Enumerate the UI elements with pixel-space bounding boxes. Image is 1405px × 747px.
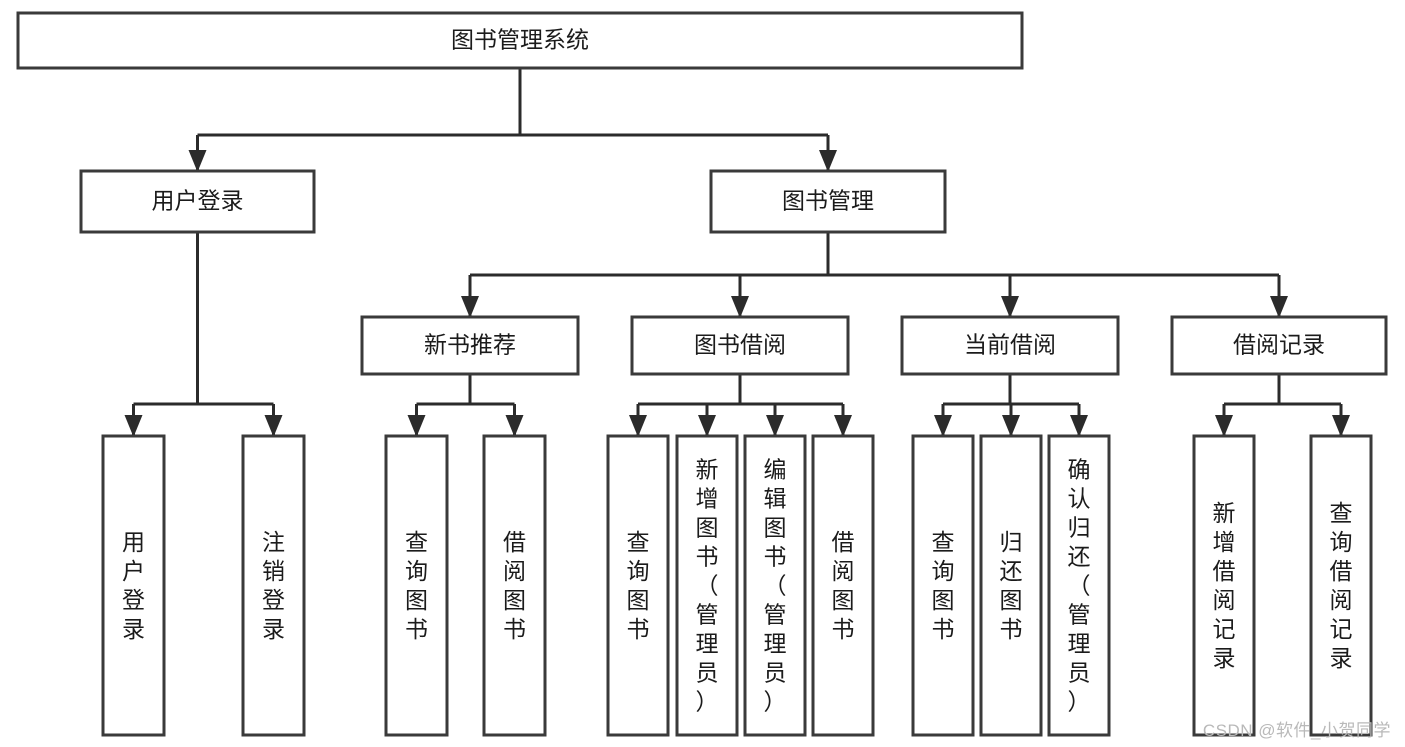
arrow-head-icon (834, 415, 852, 437)
node-user-login[interactable]: 用户登录 (79, 169, 316, 234)
arrow-head-icon (819, 150, 837, 172)
node-label: 图书管理系统 (451, 27, 589, 53)
node-leaf-query-book-borrow[interactable]: 查询图书 (606, 434, 670, 737)
node-label: 用户登录 (152, 188, 244, 214)
node-box[interactable] (1309, 434, 1373, 737)
node-label: 查询图书 (405, 529, 428, 642)
arrow-head-icon (731, 296, 749, 318)
node-current-borrow[interactable]: 当前借阅 (900, 315, 1120, 376)
node-box[interactable] (709, 169, 947, 234)
node-box[interactable] (384, 434, 449, 737)
node-label: 编辑图书（管理员） (764, 457, 787, 715)
node-leaf-query-book-current[interactable]: 查询图书 (911, 434, 975, 737)
node-leaf-query-record[interactable]: 查询借阅记录 (1309, 434, 1373, 737)
node-label: 新增图书（管理员） (696, 457, 719, 715)
node-label: 图书借阅 (694, 332, 786, 358)
node-label: 查询借阅记录 (1330, 500, 1353, 671)
node-box[interactable] (1047, 434, 1111, 737)
node-label: 借阅记录 (1233, 332, 1325, 358)
node-leaf-logout[interactable]: 注销登录 (241, 434, 306, 737)
node-label: 当前借阅 (964, 332, 1056, 358)
node-leaf-borrow-book[interactable]: 借阅图书 (811, 434, 875, 737)
node-box[interactable] (1170, 315, 1388, 376)
node-label: 借阅图书 (832, 529, 855, 642)
csdn-watermark: CSDN @软件_小贺同学 (1202, 721, 1391, 740)
node-box[interactable] (241, 434, 306, 737)
node-leaf-add-book[interactable]: 新增图书（管理员） (675, 434, 739, 737)
node-box[interactable] (482, 434, 547, 737)
arrow-head-icon (407, 415, 426, 437)
arrow-head-icon (698, 415, 716, 437)
arrow-head-icon (188, 150, 207, 172)
node-box[interactable] (675, 434, 739, 737)
node-box[interactable] (606, 434, 670, 737)
arrow-head-icon (505, 415, 524, 437)
node-box[interactable] (743, 434, 807, 737)
node-box[interactable] (1192, 434, 1256, 737)
node-label: 借阅图书 (503, 529, 526, 642)
node-leaf-user-login[interactable]: 用户登录 (101, 434, 166, 737)
node-box[interactable] (16, 11, 1024, 70)
node-box[interactable] (101, 434, 166, 737)
node-leaf-edit-book[interactable]: 编辑图书（管理员） (743, 434, 807, 737)
arrow-head-icon (461, 296, 479, 318)
node-new-book-recommend[interactable]: 新书推荐 (360, 315, 580, 376)
arrow-head-icon (124, 415, 143, 437)
arrow-head-icon (1070, 415, 1088, 437)
arrow-head-icon (1215, 415, 1233, 437)
node-label: 查询图书 (932, 529, 955, 642)
arrow-head-icon (1332, 415, 1350, 437)
arrow-head-icon (1270, 296, 1288, 318)
node-label: 注销登录 (262, 529, 285, 642)
node-box[interactable] (979, 434, 1043, 737)
node-leaf-return-book[interactable]: 归还图书 (979, 434, 1043, 737)
node-layer: 图书管理系统用户登录图书管理新书推荐图书借阅当前借阅借阅记录用户登录注销登录查询… (16, 11, 1388, 737)
arrow-head-icon (1002, 415, 1020, 437)
node-root[interactable]: 图书管理系统 (16, 11, 1024, 70)
connector-layer (124, 68, 1350, 437)
node-label: 新增借阅记录 (1213, 500, 1236, 671)
node-box[interactable] (630, 315, 850, 376)
arrow-head-icon (264, 415, 283, 437)
node-leaf-borrow-book-recommend[interactable]: 借阅图书 (482, 434, 547, 737)
arrow-head-icon (1001, 296, 1019, 318)
node-box[interactable] (811, 434, 875, 737)
node-book-borrow[interactable]: 图书借阅 (630, 315, 850, 376)
node-label: 确认归还（管理员） (1068, 457, 1091, 715)
node-leaf-add-record[interactable]: 新增借阅记录 (1192, 434, 1256, 737)
node-label: 用户登录 (122, 529, 145, 642)
node-box[interactable] (360, 315, 580, 376)
node-label: 新书推荐 (424, 332, 516, 358)
arrow-head-icon (766, 415, 784, 437)
node-label: 归还图书 (1000, 529, 1023, 642)
node-leaf-confirm-return[interactable]: 确认归还（管理员） (1047, 434, 1111, 737)
node-label: 图书管理 (782, 188, 874, 214)
node-box[interactable] (911, 434, 975, 737)
node-book-manage[interactable]: 图书管理 (709, 169, 947, 234)
arrow-head-icon (934, 415, 952, 437)
node-label: 查询图书 (627, 529, 650, 642)
node-box[interactable] (79, 169, 316, 234)
node-box[interactable] (900, 315, 1120, 376)
node-borrow-record[interactable]: 借阅记录 (1170, 315, 1388, 376)
arrow-head-icon (629, 415, 647, 437)
node-leaf-query-book-recommend[interactable]: 查询图书 (384, 434, 449, 737)
